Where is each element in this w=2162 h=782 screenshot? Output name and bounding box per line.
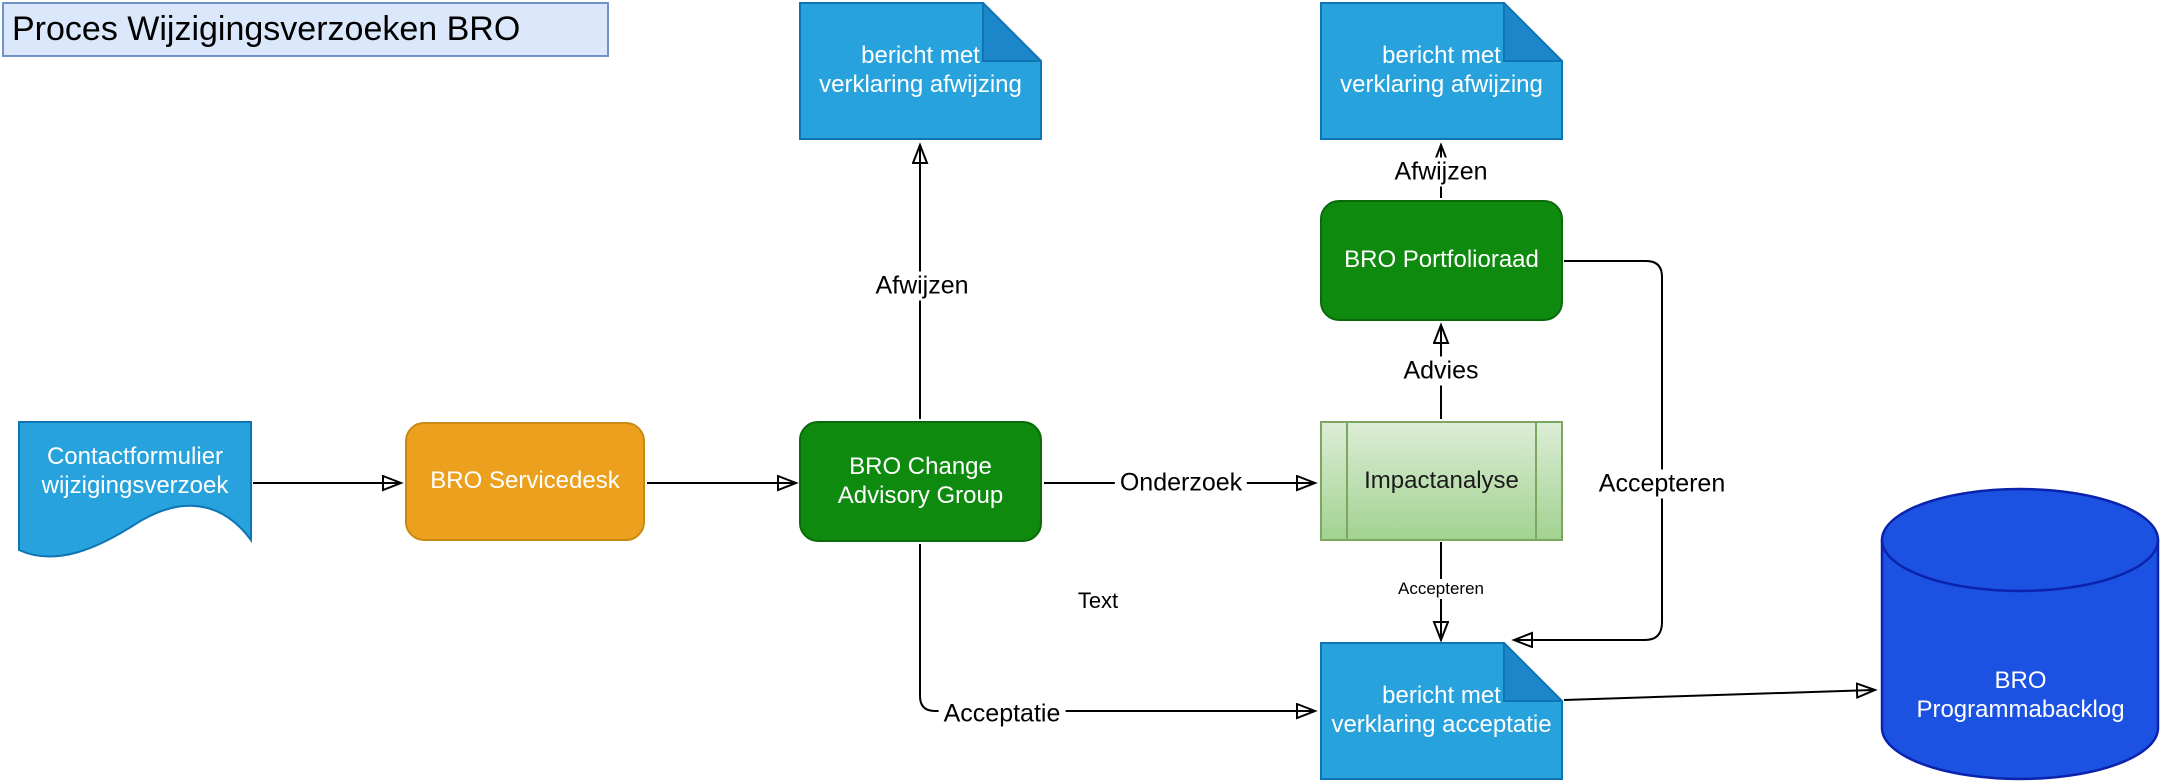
note-shape-icon <box>799 2 1042 140</box>
edge-label-advies: Advies <box>1398 356 1484 386</box>
node-change-advisory-group-label: BRO Change Advisory Group <box>837 452 1004 509</box>
process-bar-right <box>1535 423 1537 539</box>
note-shape-icon <box>1320 2 1563 140</box>
node-doc-afwijzing-cag[interactable]: bericht met verklaring afwijzing <box>799 2 1042 140</box>
document-shape-icon <box>18 421 252 558</box>
edge-label-afwijzen-cag: Afwijzen <box>870 271 974 301</box>
node-impactanalyse-label: Impactanalyse <box>1364 466 1519 494</box>
node-doc-acceptatie-label: bericht met verklaring acceptatie <box>1331 682 1552 738</box>
node-doc-acceptatie[interactable]: bericht met verklaring acceptatie <box>1320 642 1563 780</box>
edge-doc-to-backlog <box>1563 690 1873 701</box>
node-programmabacklog-label: BRO Programmabacklog <box>1916 666 2125 723</box>
node-change-advisory-group[interactable]: BRO Change Advisory Group <box>799 421 1042 542</box>
edge-label-onderzoek: Onderzoek <box>1114 468 1248 498</box>
edge-cag-acceptatie <box>919 544 1313 711</box>
node-portfolioraad-label: BRO Portfolioraad <box>1344 246 1539 274</box>
node-contact-document[interactable]: Contactformulier wijzigingsverzoek <box>18 421 252 561</box>
edge-pf-accept-loop <box>1516 260 1663 640</box>
node-contact-document-label: Contactformulier wijzigingsverzoek <box>41 443 229 499</box>
node-doc-afwijzing-cag-label: bericht met verklaring afwijzing <box>819 42 1022 98</box>
edge-label-text: Text <box>1077 588 1119 613</box>
node-portfolioraad[interactable]: BRO Portfolioraad <box>1320 200 1563 321</box>
node-doc-afwijzing-portfolioraad-label: bericht met verklaring afwijzing <box>1340 42 1543 98</box>
diagram-title-label: Proces Wijzigingsverzoeken BRO <box>12 10 521 48</box>
note-shape-icon <box>1320 642 1563 780</box>
diagram-title[interactable]: Proces Wijzigingsverzoeken BRO <box>2 2 609 57</box>
edge-label-accepteren-loop: Accepteren <box>1593 469 1731 499</box>
edge-label-acceptatie: Acceptatie <box>938 699 1066 729</box>
node-servicedesk-label: BRO Servicedesk <box>430 467 620 495</box>
edge-label-afwijzen-portfolioraad: Afwijzen <box>1389 157 1493 187</box>
node-impactanalyse[interactable]: Impactanalyse <box>1320 421 1563 541</box>
node-servicedesk[interactable]: BRO Servicedesk <box>405 422 645 541</box>
process-bar-left <box>1346 423 1348 539</box>
edge-label-accepteren-impact: Accepteren <box>1393 579 1489 599</box>
node-doc-afwijzing-portfolioraad[interactable]: bericht met verklaring afwijzing <box>1320 2 1563 140</box>
node-programmabacklog[interactable]: BRO Programmabacklog <box>1880 487 2161 781</box>
database-cylinder-icon <box>1880 487 2160 781</box>
